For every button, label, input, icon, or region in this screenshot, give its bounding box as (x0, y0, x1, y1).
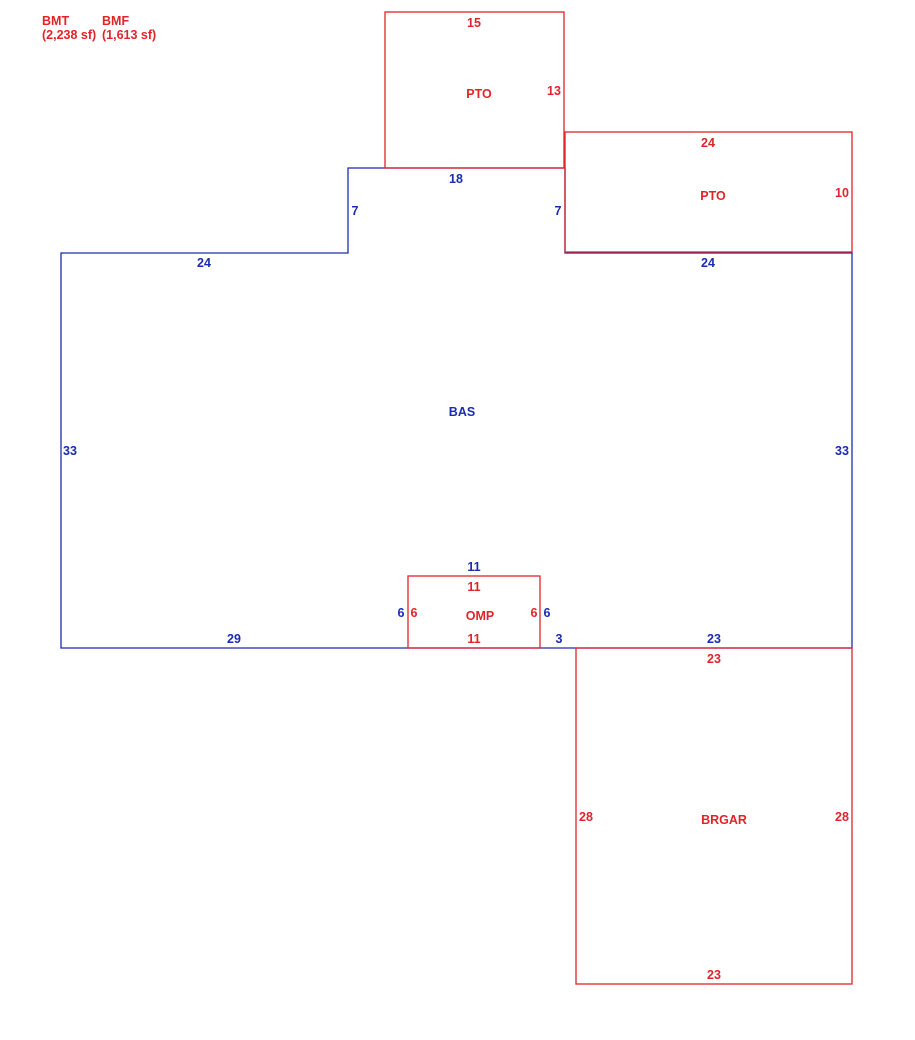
bas-dim-left: 33 (63, 444, 77, 458)
brgar-dim-top: 23 (707, 652, 721, 666)
bas-dim-left-step: 7 (352, 204, 359, 218)
brgar-dim-bottom: 23 (707, 968, 721, 982)
bas-dim-top-stub: 18 (449, 172, 463, 186)
pto-right-label: PTO (700, 189, 726, 203)
pto-top-dim-top: 15 (467, 16, 481, 30)
bas-dim-notch-left: 6 (398, 606, 405, 620)
pto-top-label: PTO (466, 87, 492, 101)
pto-right-dim-right: 10 (835, 186, 849, 200)
legend-bmt-area: (2,238 sf) (42, 28, 96, 42)
omp-dim-top: 11 (467, 580, 480, 594)
bas-dim-right: 33 (835, 444, 849, 458)
brgar-dim-left: 28 (579, 810, 593, 824)
bas-dim-bottom-left: 29 (227, 632, 241, 646)
legend-bmt-code: BMT (42, 14, 69, 28)
bas-dim-left-top: 24 (197, 256, 211, 270)
omp-dim-left: 6 (411, 606, 418, 620)
omp-dim-right: 6 (531, 606, 538, 620)
bas-dim-bottom-right: 23 (707, 632, 721, 646)
bas-dim-notch-top: 11 (467, 560, 480, 574)
brgar-label: BRGAR (701, 813, 747, 827)
pto-top-dim-right: 13 (547, 84, 561, 98)
bas-dim-right-step: 7 (555, 204, 562, 218)
bas-dim-right-top: 24 (701, 256, 715, 270)
pto-right-outline (564, 131, 853, 253)
omp-dim-bottom: 11 (467, 632, 480, 646)
pto-top-outline (384, 11, 565, 169)
bas-label: BAS (449, 405, 475, 419)
legend-bmf-code: BMF (102, 14, 129, 28)
legend-bmf-area: (1,613 sf) (102, 28, 156, 42)
bas-dim-bottom-small: 3 (556, 632, 563, 646)
pto-right-dim-top: 24 (701, 136, 715, 150)
brgar-outline (575, 647, 853, 985)
omp-outline (407, 575, 541, 649)
bas-outline (60, 167, 853, 649)
omp-label: OMP (466, 609, 494, 623)
bas-dim-notch-right: 6 (544, 606, 551, 620)
brgar-dim-right: 28 (835, 810, 849, 824)
